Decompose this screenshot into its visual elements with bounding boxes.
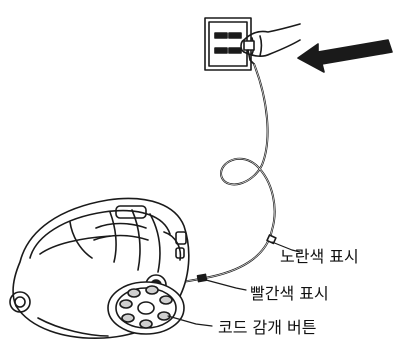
vacuum-cleaner <box>10 198 189 338</box>
red-mark-band <box>198 274 207 281</box>
pull-arrow <box>298 40 392 72</box>
yellow-mark-label: 노란색 표시 <box>280 249 359 265</box>
red-mark-label: 빨간색 표시 <box>250 286 329 302</box>
cord-rewind-button-label: 코드 감개 버튼 <box>218 320 317 336</box>
leader-red <box>206 280 246 290</box>
